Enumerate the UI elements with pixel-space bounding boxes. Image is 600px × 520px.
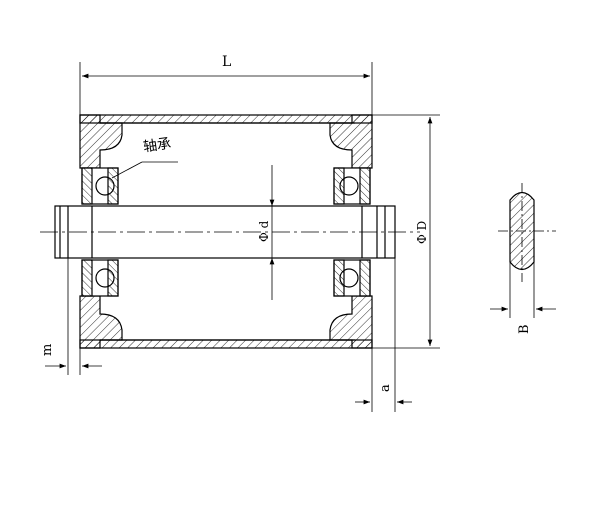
label-length: L	[222, 54, 231, 70]
right-endcap-lower	[329, 295, 373, 349]
dimensions	[45, 62, 440, 412]
label-bearing: 轴承	[142, 136, 172, 156]
tube-bottom-wall	[79, 339, 373, 349]
left-endcap-lower	[79, 295, 123, 349]
label-gap: m	[40, 344, 55, 356]
bearing-leader	[111, 161, 143, 179]
left-bearing-upper	[81, 167, 119, 205]
left-bearing-lower	[81, 259, 119, 297]
label-flat-width: B	[517, 324, 532, 334]
right-endcap-upper	[329, 114, 373, 169]
roller-body	[54, 114, 396, 349]
left-endcap-upper	[79, 114, 123, 169]
label-outer-diameter: Φ D	[415, 221, 429, 244]
right-bearing-lower	[333, 259, 371, 297]
shaft-section	[490, 183, 556, 318]
label-extension: a	[378, 384, 393, 392]
tube-top-wall	[79, 114, 373, 124]
label-shaft-diameter: Φ d	[257, 220, 271, 242]
right-bearing-upper	[333, 167, 371, 205]
